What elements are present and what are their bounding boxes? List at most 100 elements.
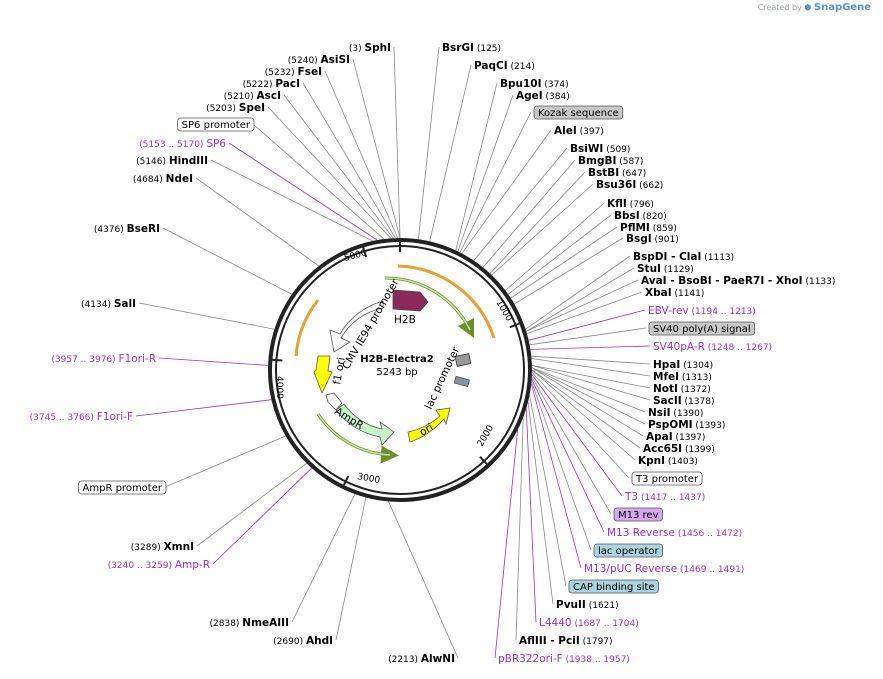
ring-tick-label: 3000	[356, 472, 381, 486]
site-label-sv40pa-r[interactable]: SV40pA-R (1248 .. 1267)	[653, 341, 772, 353]
site-label-hpai[interactable]: HpaI (1304)	[653, 359, 713, 371]
site-label-l4440[interactable]: L4440 (1687 .. 1704)	[539, 617, 639, 629]
site-text: (4134) SalI	[81, 298, 136, 310]
site-label-lac-operator[interactable]: lac operator	[593, 543, 663, 558]
site-label-sali[interactable]: (4134) SalI	[81, 298, 136, 310]
site-label-stui[interactable]: StuI (1129)	[637, 263, 694, 275]
site-label-sphi[interactable]: (3) SphI	[349, 42, 391, 54]
site-label-bsiwi[interactable]: BsiWI (509)	[570, 143, 630, 155]
site-label-bspdi[interactable]: BspDI - ClaI (1113)	[633, 251, 734, 263]
site-text: (5240) AsiSI	[288, 54, 350, 66]
leader-line	[507, 214, 612, 295]
site-label-bpu10i[interactable]: Bpu10I (374)	[500, 78, 569, 90]
site-label-afliii[interactable]: AflIII - PciI (1797)	[519, 635, 613, 647]
leader-line	[510, 226, 618, 299]
site-label-acc65i[interactable]: Acc65I (1399)	[643, 443, 715, 455]
site-label-m13-puc-reverse[interactable]: M13/pUC Reverse (1469 .. 1491)	[584, 563, 744, 575]
site-label-bseri[interactable]: (4376) BseRI	[94, 223, 160, 235]
site-label-bbsi[interactable]: BbsI (820)	[614, 210, 667, 222]
cmv-promoter-feature[interactable]	[329, 300, 384, 353]
h2b-feature[interactable]	[392, 289, 429, 312]
site-label-sacii[interactable]: SacII (1378)	[653, 395, 714, 407]
site-label-agei[interactable]: AgeI (384)	[516, 90, 570, 102]
site-label-alwni[interactable]: (2213) AlwNI	[388, 653, 455, 665]
leader-line	[531, 374, 623, 497]
site-label-nsii[interactable]: NsiI (1390)	[648, 407, 703, 419]
site-label-f1ori-f[interactable]: (3745 .. 3766) F1ori-F	[30, 411, 133, 423]
site-text: (4376) BseRI	[94, 223, 160, 235]
ori-feature[interactable]	[407, 407, 451, 443]
site-label-noti[interactable]: NotI (1372)	[653, 383, 711, 395]
ampr-feature[interactable]	[335, 403, 395, 446]
leader-line	[164, 435, 286, 488]
site-label-sp6-promoter[interactable]: SP6 promoter	[177, 117, 255, 132]
ampr-promoter-feature[interactable]	[325, 392, 343, 411]
site-text: MfeI (1313)	[653, 371, 712, 383]
site-label-xbai[interactable]: XbaI (1141)	[645, 287, 704, 299]
site-label-amp-r[interactable]: (3240 .. 3259) Amp-R	[108, 559, 210, 571]
site-label-ampr-promoter[interactable]: AmpR promoter	[78, 480, 167, 495]
leader-line	[530, 383, 582, 569]
site-label-m13-reverse[interactable]: M13 Reverse (1456 .. 1472)	[607, 527, 742, 539]
leader-line	[531, 379, 605, 533]
site-label-paqci[interactable]: PaqCI (214)	[474, 60, 535, 72]
site-label-hindiii[interactable]: (5146) HindIII	[136, 155, 208, 167]
lac-promoter-feature[interactable]	[454, 353, 472, 367]
feature-box-text: CAP binding site	[573, 582, 655, 593]
site-label-spei[interactable]: (5203) SpeI	[206, 102, 265, 114]
site-text: (3) SphI	[349, 42, 391, 54]
ring-tick	[342, 475, 350, 486]
feature-box	[78, 480, 167, 495]
site-label-avai[interactable]: AvaI - BsoBI - PaeR7I - XhoI (1133)	[641, 275, 835, 287]
site-text: BsgI (901)	[626, 233, 679, 245]
site-label-xmni[interactable]: (3289) XmnI	[131, 541, 194, 553]
site-label-kozak-sequence[interactable]: Kozak sequence	[533, 105, 624, 120]
site-label-bsu36i[interactable]: Bsu36I (662)	[596, 179, 663, 191]
site-label-pbr322ori-f[interactable]: pBR322ori-F (1938 .. 1957)	[498, 653, 630, 665]
ring-tick	[272, 358, 283, 362]
feature-box	[613, 507, 663, 522]
feature-box-text: Kozak sequence	[538, 108, 619, 119]
site-label-pflmi[interactable]: PflMI (859)	[620, 222, 677, 234]
site-label-fsei[interactable]: (5232) FseI	[265, 66, 322, 78]
site-label-pspomi[interactable]: PspOMI (1393)	[648, 419, 725, 431]
site-label-bsgi[interactable]: BsgI (901)	[626, 233, 679, 245]
site-label-cap-binding-site[interactable]: CAP binding site	[568, 579, 659, 594]
leader-line	[455, 82, 498, 251]
site-label-sv40-poly-a-signal[interactable]: SV40 poly(A) signal	[648, 321, 756, 336]
site-label-ahdi[interactable]: (2690) AhdI	[273, 635, 333, 647]
feature-box	[177, 117, 255, 132]
site-label-pvuii[interactable]: PvuII (1621)	[556, 599, 619, 611]
f1-ori-feature[interactable]	[313, 355, 333, 395]
site-label-ebv-rev[interactable]: EBV-rev (1194 .. 1213)	[648, 305, 756, 317]
leader-line	[429, 64, 472, 242]
site-label-bsrgi[interactable]: BsrGI (125)	[442, 42, 501, 54]
site-label-kpni[interactable]: KpnI (1403)	[638, 455, 698, 467]
site-label-ndei[interactable]: (4684) NdeI	[133, 173, 193, 185]
site-label-asci[interactable]: (5210) AscI	[224, 90, 281, 102]
site-labels: (3) SphI(5240) AsiSI(5232) FseI(5222) Pa…	[30, 42, 836, 665]
site-label-sp6[interactable]: (5153 .. 5170) SP6	[139, 138, 226, 150]
site-label-asisi[interactable]: (5240) AsiSI	[288, 54, 350, 66]
site-label-mfei[interactable]: MfeI (1313)	[653, 371, 712, 383]
leader-line	[526, 267, 635, 332]
site-label-alei[interactable]: AleI (397)	[554, 125, 604, 137]
site-label-f1ori-r[interactable]: (3957 .. 3976) F1ori-R	[51, 353, 156, 365]
feature-box	[568, 579, 659, 594]
site-label-m13-rev[interactable]: M13 rev	[613, 507, 663, 522]
lac-operator-feature[interactable]	[453, 375, 470, 388]
site-label-nmeaiii[interactable]: (2838) NmeAIII	[210, 617, 290, 629]
leader-line	[525, 255, 631, 330]
site-text: SV40pA-R (1248 .. 1267)	[653, 341, 772, 353]
site-label-bmgbi[interactable]: BmgBI (587)	[578, 155, 643, 167]
orange-feature-arc-left	[294, 299, 320, 357]
site-label-t3[interactable]: T3 (1417 .. 1437)	[624, 491, 705, 503]
leader-line	[210, 159, 373, 242]
site-label-t3-promoter[interactable]: T3 promoter	[631, 471, 703, 486]
site-label-apai[interactable]: ApaI (1397)	[646, 431, 705, 443]
leader-line	[515, 417, 524, 641]
site-label-kfli[interactable]: KflI (796)	[607, 198, 654, 210]
site-text: (3289) XmnI	[131, 541, 194, 553]
site-label-paci[interactable]: (5222) PacI	[243, 78, 300, 90]
site-label-bstbi[interactable]: BstBI (647)	[588, 167, 646, 179]
